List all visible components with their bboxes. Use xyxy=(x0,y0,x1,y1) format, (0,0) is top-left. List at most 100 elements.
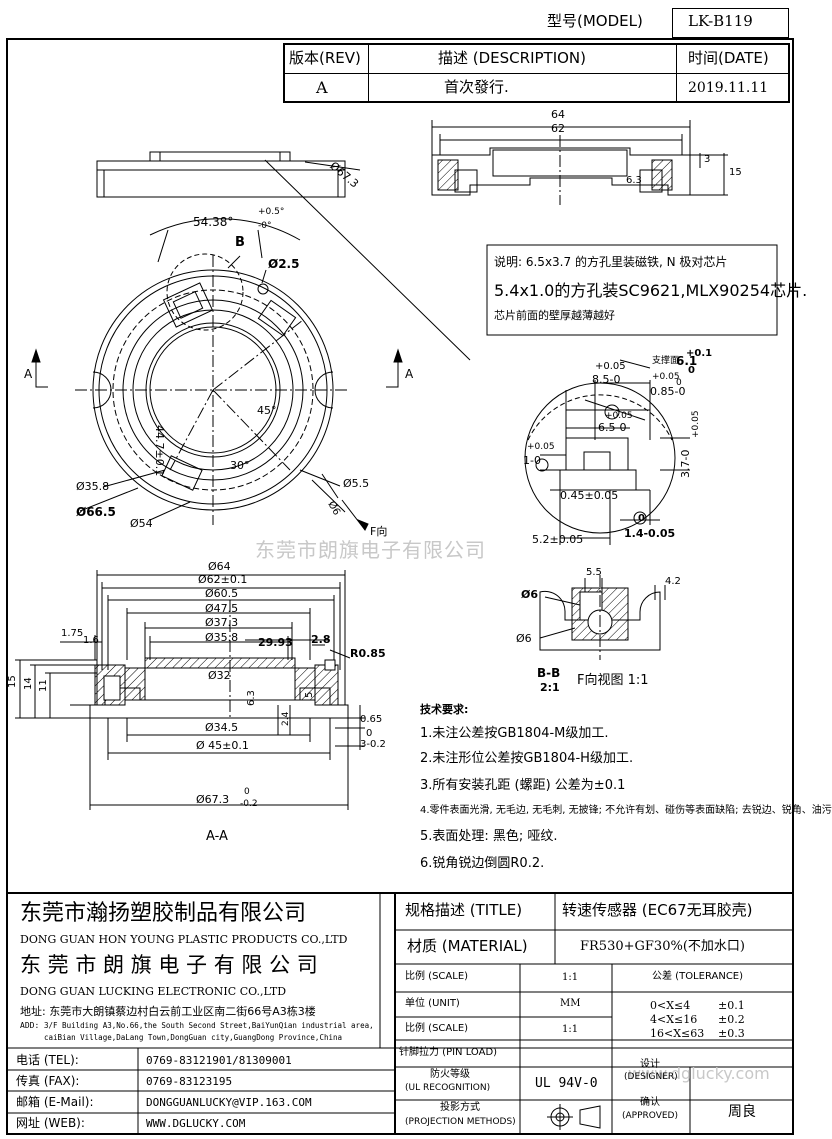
dim-d66-5: Ø66.5 xyxy=(76,505,116,519)
fire-value: UL 94V-0 xyxy=(535,1076,598,1091)
tol-value-3: ±0.3 xyxy=(718,1027,745,1040)
fire-label-2: (UL RECOGNITION) xyxy=(405,1083,491,1093)
aa-h5: 5 xyxy=(304,691,315,698)
projection-symbol xyxy=(547,1104,601,1130)
aa-d67-tol-up: 0 xyxy=(244,787,250,797)
tech-req-title: 技术要求: xyxy=(420,703,469,716)
tol-value-1: ±0.1 xyxy=(718,999,745,1012)
aa-h3: 3-0.2 xyxy=(360,739,386,750)
designer-label-2: (DESIGNER) xyxy=(624,1072,678,1082)
dim-deg45: 45° xyxy=(257,404,277,417)
address-en-1: 3/F Building A3,No.66,the South Second S… xyxy=(44,1021,374,1030)
title-block-lines xyxy=(6,892,794,1135)
det-t2: 8.5-0 xyxy=(592,373,621,386)
tol-range-3: 16<X≤63 xyxy=(650,1027,705,1040)
aa-h11: 11 xyxy=(38,679,49,692)
aa-d62: Ø62±0.1 xyxy=(198,573,248,586)
address-en-2: caiBian Village,DaLang Town,DongGuan cit… xyxy=(44,1033,343,1042)
aa-d1-75: 1.75 xyxy=(61,628,84,639)
aa-d32: Ø32 xyxy=(208,669,231,682)
det-t7: 0.45±0.05 xyxy=(560,489,619,502)
bb-d6a: Ø6 xyxy=(521,588,539,601)
aa-d34-5: Ø34.5 xyxy=(205,721,239,734)
approved-value: 周良 xyxy=(728,1104,756,1120)
dim-64: 64 xyxy=(551,108,565,121)
address-cn: 地址: 东莞市大朗镇蔡边村白云前工业区南二街66号A3栋3楼 xyxy=(20,1005,316,1018)
tel-value: 0769-83121901/81309001 xyxy=(146,1054,292,1067)
det-t16: 0 xyxy=(688,365,695,376)
model-value: LK-B119 xyxy=(688,12,753,30)
small-section-view xyxy=(431,120,728,205)
det-t9: 3.7-0 xyxy=(679,449,692,478)
rev-value: A xyxy=(316,78,328,97)
aa-h0-65: 0.65 xyxy=(360,714,383,725)
note-line-3: 芯片前面的壁厚越薄越好 xyxy=(494,309,615,322)
tech-req-5: 5.表面处理: 黑色; 哑纹. xyxy=(420,829,558,844)
aa-h0: 0 xyxy=(366,728,373,739)
address-en-label: ADD: xyxy=(20,1021,40,1030)
company1-en: DONG GUAN HON YOUNG PLASTIC PRODUCTS CO.… xyxy=(20,933,348,946)
pin-load-label: 针脚拉力 (PIN LOAD) xyxy=(399,1047,498,1058)
technical-drawing xyxy=(6,120,794,1135)
tol-value-2: ±0.2 xyxy=(718,1013,745,1026)
watermark: 东莞市朗旗电子有限公司 xyxy=(255,538,486,562)
aa-h6-3: 6.3 xyxy=(246,690,257,706)
spec-value: 转速传感器 (EC67无耳胶壳) xyxy=(562,901,753,919)
dim-d5-5: Ø5.5 xyxy=(343,477,370,490)
fax-value: 0769-83123195 xyxy=(146,1075,233,1088)
dim-d35-8: Ø35.8 xyxy=(76,480,110,493)
aa-h15: 15 xyxy=(7,675,18,688)
email-value[interactable]: DONGGUANLUCKY@VIP.163.COM xyxy=(146,1096,312,1109)
det-t19: 0 xyxy=(676,378,682,388)
fire-label-1: 防火等级 xyxy=(430,1069,470,1080)
aa-d2-8: 2.8 xyxy=(311,633,331,646)
dim-15: 15 xyxy=(729,167,742,178)
scale2-value: 1:1 xyxy=(562,1024,579,1035)
dim-angle-tol-dn: -0° xyxy=(258,221,272,231)
aa-d29-93: 29.93 xyxy=(258,636,293,649)
tech-req-4: 4.零件表面光滑, 无毛边, 无毛刺, 无披锋; 不允许有划、碰伤等表面缺陷; … xyxy=(420,805,832,816)
aa-d60-5: Ø60.5 xyxy=(205,587,239,600)
drawing-frame xyxy=(6,38,794,1135)
tol-range-2: 4<X≤16 xyxy=(650,1013,698,1026)
section-a-right: A xyxy=(405,367,414,381)
tel-label: 电话 (TEL): xyxy=(16,1053,79,1067)
aa-d1-6: 1.6 xyxy=(83,635,99,646)
date-value: 2019.11.11 xyxy=(688,80,769,96)
bb-title: B-B xyxy=(537,666,561,680)
dim-d44-7: 44.7±0.1 xyxy=(153,425,166,477)
det-t18: +0.05 xyxy=(652,372,680,382)
det-t13: 5.2±0.05 xyxy=(532,533,584,546)
f-direction-label: F向 xyxy=(370,525,388,538)
bb-d5-5: 5.5 xyxy=(586,567,602,578)
web-value[interactable]: WWW.DGLUCKY.COM xyxy=(146,1117,246,1130)
approved-label-2: (APPROVED) xyxy=(622,1111,678,1121)
tech-req-2: 2.未注形位公差按GB1804-H级加工. xyxy=(420,751,634,766)
det-t3: +0.05 xyxy=(605,411,633,421)
company2-cn: 东 莞 市 朗 旗 电 子 有 限 公 司 xyxy=(20,953,318,977)
material-label: 材质 (MATERIAL) xyxy=(407,937,528,955)
aa-h14: 14 xyxy=(23,677,34,690)
det-t12: 0 xyxy=(638,513,645,524)
section-aa-view xyxy=(15,570,365,810)
det-t17: 支撑面 xyxy=(652,356,680,366)
note-line-1: 说明: 6.5x3.7 的方孔里装磁铁, N 极对芯片 xyxy=(494,255,728,269)
web-label: 网址 (WEB): xyxy=(16,1116,85,1130)
material-value: FR530+GF30%(不加水口) xyxy=(580,939,745,954)
aa-title: A-A xyxy=(206,829,228,844)
aa-d67-tol-dn: -0.2 xyxy=(240,799,258,809)
aa-d67-3: Ø67.3 xyxy=(196,793,230,806)
section-bb-view xyxy=(539,575,666,660)
aa-d45: Ø 45±0.1 xyxy=(196,739,249,752)
company1-cn: 东莞市瀚扬塑胶制品有限公司 xyxy=(20,901,307,926)
rev-header: 版本(REV) xyxy=(289,49,361,67)
det-t14: +0.1 xyxy=(686,348,713,359)
projection-label-2: (PROJECTION METHODS) xyxy=(405,1117,516,1127)
model-box xyxy=(672,8,789,38)
bb-d6b: Ø6 xyxy=(516,632,532,645)
elevation-view xyxy=(96,151,346,198)
det-t15: 6.1 xyxy=(676,354,698,368)
bb-scale: 2:1 xyxy=(540,681,560,694)
email-label: 邮箱 (E-Mail): xyxy=(16,1095,94,1109)
dim-d54: Ø54 xyxy=(130,517,153,530)
